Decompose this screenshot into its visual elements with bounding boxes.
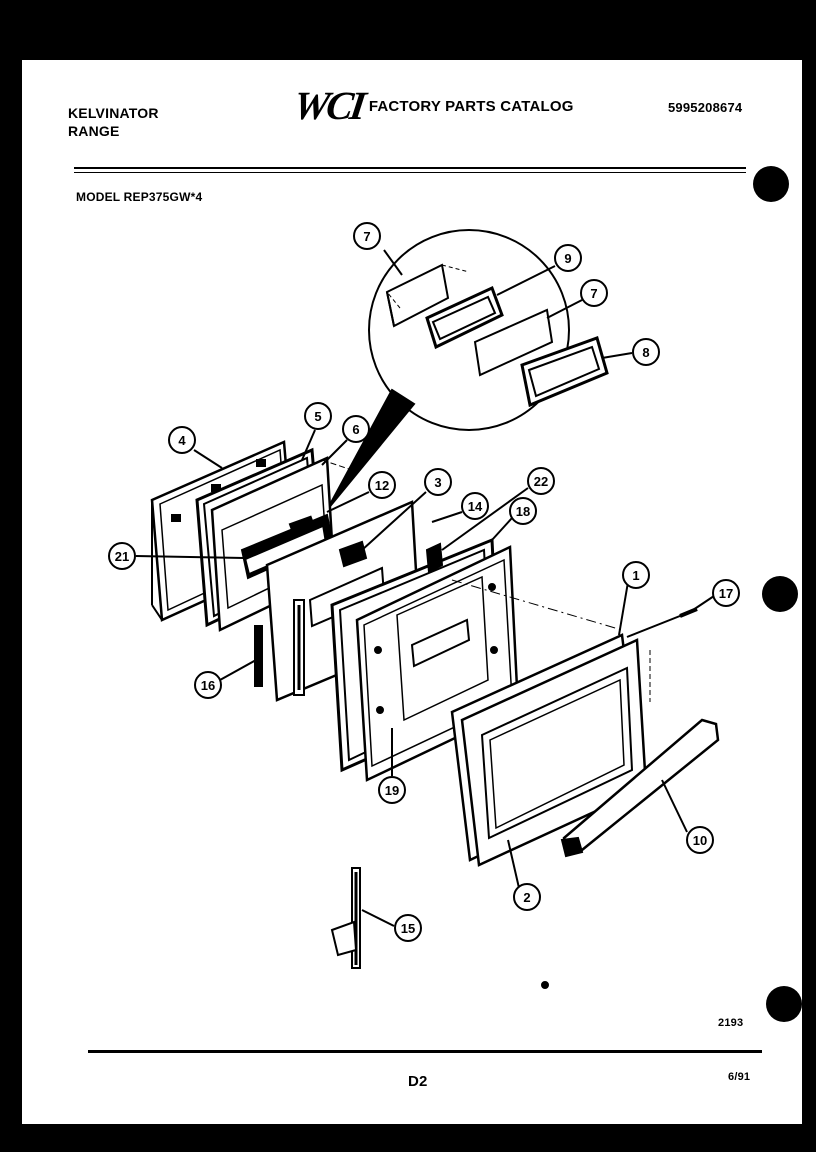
exploded-parts-diagram: 7 9 7 8 4 5 6 12 xyxy=(108,222,740,989)
callout-1: 1 xyxy=(618,561,650,636)
svg-text:7: 7 xyxy=(590,286,597,301)
svg-text:1: 1 xyxy=(632,568,639,583)
catalog-title: FACTORY PARTS CATALOG xyxy=(368,97,574,115)
callout-3: 3 xyxy=(361,468,452,551)
svg-text:14: 14 xyxy=(468,499,483,514)
brand-block: KELVINATOR RANGE xyxy=(68,104,159,140)
callout-15: 15 xyxy=(361,909,422,942)
header-divider-thin xyxy=(74,172,746,173)
rod-17 xyxy=(626,607,698,638)
model-number: MODEL REP375GW*4 xyxy=(76,190,203,204)
svg-text:17: 17 xyxy=(719,586,733,601)
catalog-page: KELVINATOR RANGE WCI FACTORY PARTS CATAL… xyxy=(22,60,802,1124)
svg-text:12: 12 xyxy=(375,478,389,493)
callout-7-top: 7 xyxy=(353,222,403,276)
callout-8: 8 xyxy=(601,338,660,366)
catalog-heading: WCI FACTORY PARTS CATALOG xyxy=(291,83,574,128)
callout-6: 6 xyxy=(321,415,370,466)
header-divider xyxy=(74,167,746,169)
svg-text:18: 18 xyxy=(516,504,530,519)
diagram-reference: 2193 xyxy=(718,1017,744,1029)
revision-date: 6/91 xyxy=(728,1071,751,1083)
callout-22: 22 xyxy=(441,467,555,551)
svg-text:4: 4 xyxy=(178,433,186,448)
page-code: D2 xyxy=(408,1073,428,1090)
svg-text:9: 9 xyxy=(564,251,571,266)
detail-gasket-8 xyxy=(520,336,609,408)
hinge-16 xyxy=(254,625,263,687)
svg-text:16: 16 xyxy=(201,678,215,693)
svg-text:5: 5 xyxy=(314,409,321,424)
svg-text:6: 6 xyxy=(352,422,359,437)
callout-5: 5 xyxy=(301,402,332,461)
svg-text:3: 3 xyxy=(434,475,441,490)
speck xyxy=(541,981,549,989)
callout-18: 18 xyxy=(491,497,537,541)
svg-text:15: 15 xyxy=(401,921,415,936)
svg-text:22: 22 xyxy=(534,474,548,489)
svg-text:2: 2 xyxy=(523,890,530,905)
callout-7-bottom: 7 xyxy=(546,279,608,319)
detail-glass-7-top xyxy=(385,263,450,328)
callout-14: 14 xyxy=(431,492,489,523)
callout-4: 4 xyxy=(168,426,223,469)
svg-text:8: 8 xyxy=(642,345,649,360)
callout-19: 19 xyxy=(378,728,406,804)
product-type: RANGE xyxy=(68,123,120,139)
callout-9: 9 xyxy=(496,244,582,296)
callout-16: 16 xyxy=(194,659,257,699)
callout-2: 2 xyxy=(507,839,541,911)
detail-gasket-9 xyxy=(425,285,504,350)
svg-text:10: 10 xyxy=(693,833,707,848)
footer-divider xyxy=(88,1050,762,1053)
svg-text:7: 7 xyxy=(363,229,370,244)
callout-10: 10 xyxy=(661,779,714,854)
callout-21: 21 xyxy=(108,542,245,570)
brand-name: KELVINATOR xyxy=(68,105,159,121)
callout-12: 12 xyxy=(326,471,396,513)
detail-glass-7-bottom xyxy=(473,308,554,377)
hinge-bracket xyxy=(293,599,305,696)
svg-text:19: 19 xyxy=(385,783,399,798)
door-handle-10 xyxy=(560,650,720,858)
hinge-arm-15 xyxy=(330,867,361,969)
catalog-part-number: 5995208674 xyxy=(668,100,743,115)
detail-magnifier xyxy=(368,229,570,431)
binder-hole-middle xyxy=(762,576,798,612)
binder-hole-bottom xyxy=(766,986,802,1022)
svg-text:21: 21 xyxy=(115,549,129,564)
callout-17: 17 xyxy=(689,579,740,613)
binder-hole-top xyxy=(753,166,789,202)
magnifier-pointer xyxy=(326,388,416,511)
